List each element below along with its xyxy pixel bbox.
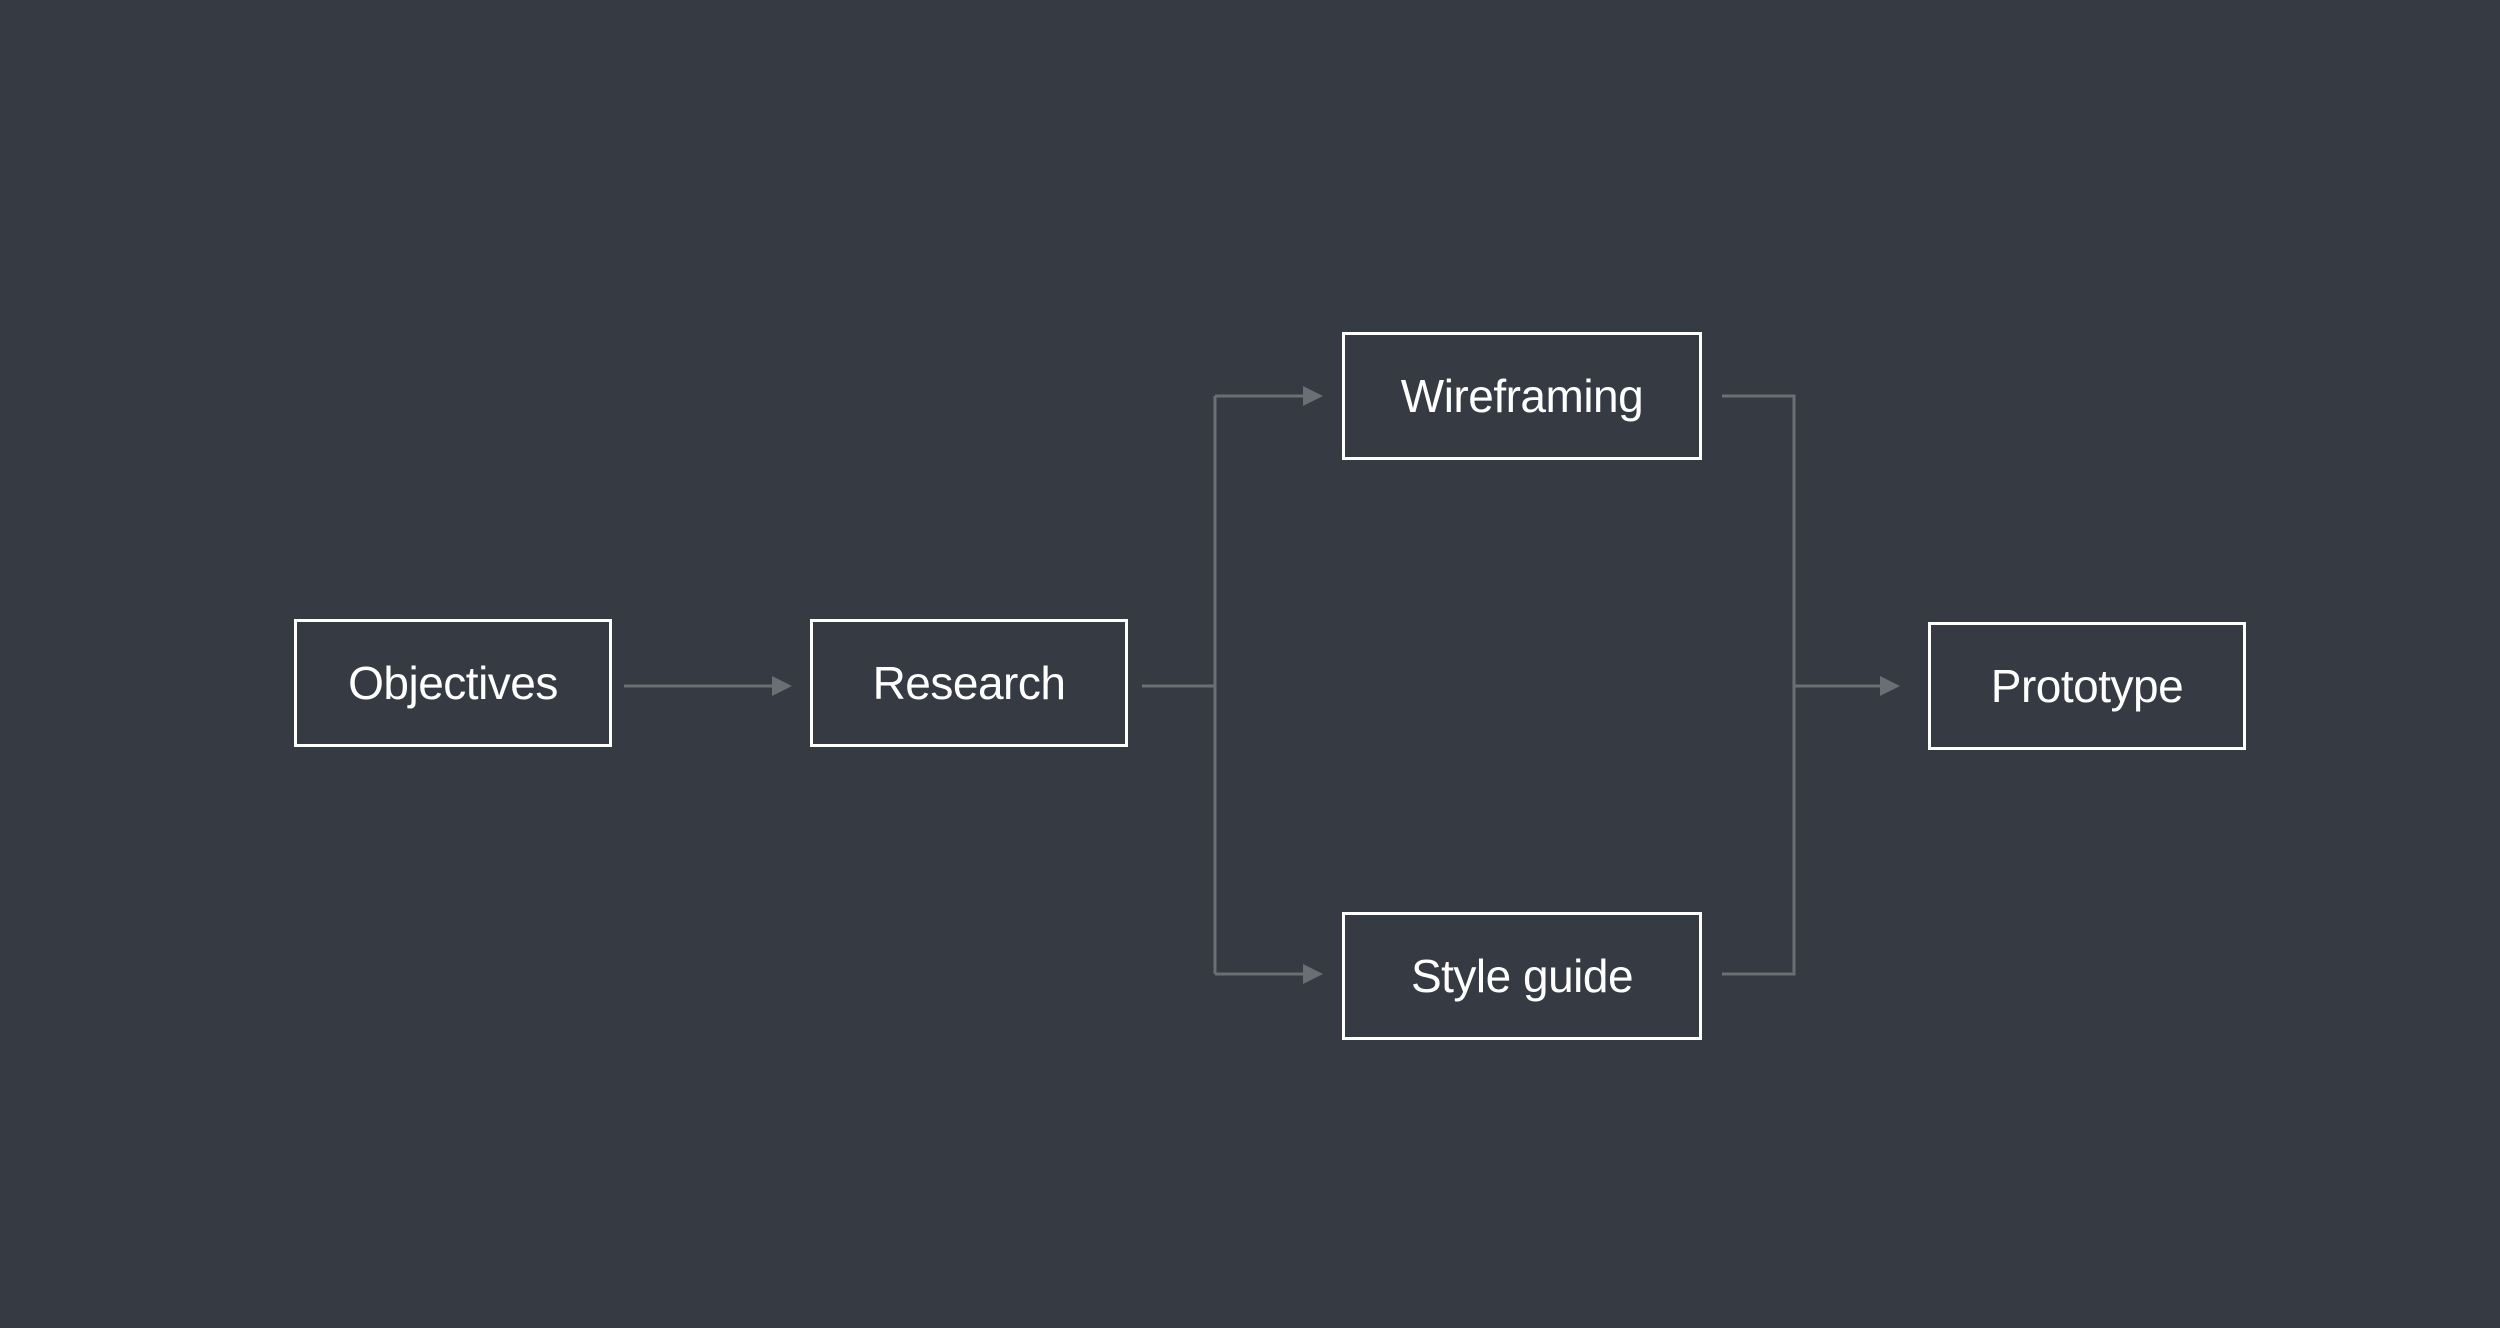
node-objectives: Objectives	[294, 619, 612, 747]
node-style-guide-label: Style guide	[1410, 950, 1634, 1002]
node-prototype: Prototype	[1928, 622, 2246, 750]
node-research: Research	[810, 619, 1128, 747]
arrow-to-prototype-icon	[1880, 676, 1900, 696]
edge-research-split	[1142, 396, 1217, 974]
node-prototype-label: Prototype	[1990, 660, 2184, 712]
node-objectives-label: Objectives	[348, 657, 558, 709]
arrow-to-research-icon	[772, 676, 792, 696]
edge-wireframing-merge	[1722, 394, 1796, 976]
node-style-guide: Style guide	[1342, 912, 1702, 1040]
node-wireframing-label: Wireframing	[1400, 370, 1644, 422]
node-wireframing: Wireframing	[1342, 332, 1702, 460]
arrow-to-wireframing-icon	[1303, 386, 1323, 406]
node-research-label: Research	[872, 657, 1066, 709]
arrow-to-style-guide-icon	[1303, 964, 1323, 984]
